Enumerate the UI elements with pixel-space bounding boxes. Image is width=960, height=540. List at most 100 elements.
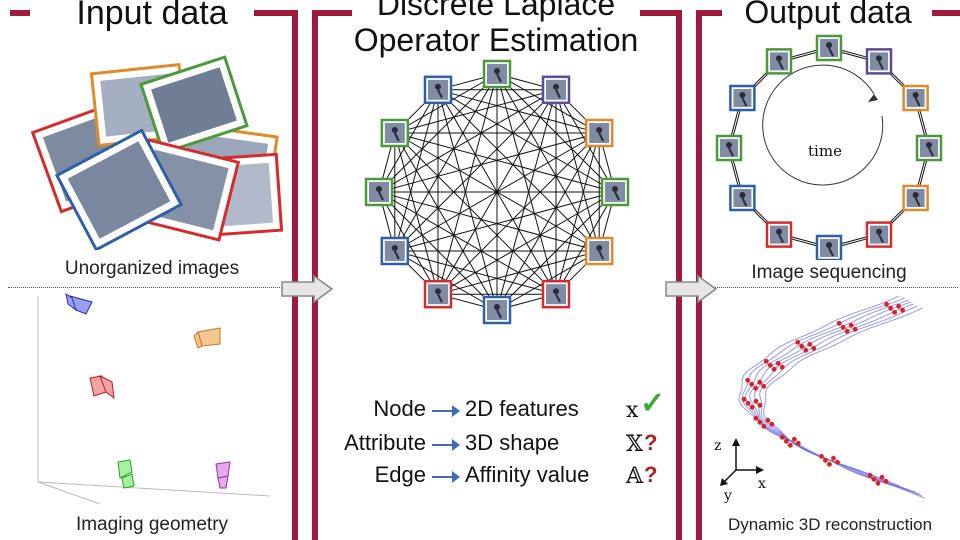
graph-edge [437,89,498,311]
graph-edge [496,73,557,295]
marker-point [749,381,755,387]
output-title: Output data [744,0,912,30]
legend-row-node: Node 2D features [330,396,650,426]
graph-edge [394,89,557,252]
right-arrow-icon [281,274,334,304]
middle-title-line1: Discrete Laplace [376,0,616,22]
marker-point [769,421,775,427]
marker-point [763,358,769,364]
image-node [584,118,614,148]
marker-point [888,305,894,311]
marker-point [883,478,889,484]
image-node [541,75,571,105]
legend-row-attribute: Attribute 3D shape [330,430,650,460]
marker-point [783,438,789,444]
legend-term: Node [373,396,426,421]
marker-point [779,434,785,440]
graph-edge [394,89,439,252]
marker-point [753,385,759,391]
marker-point [871,476,877,482]
graph-edge [378,191,557,295]
right-arrow-icon [432,405,460,417]
marker-point [779,364,785,370]
marker-point [807,341,813,347]
marker-point [896,303,902,309]
legend-meaning: Affinity value [465,462,590,487]
marker-point [803,347,809,353]
marker-point [775,360,781,366]
divider-left [8,287,284,288]
marker-point [875,480,881,486]
legend-meaning: 3D shape [465,430,560,455]
marker-point [836,320,842,326]
marker-point [884,301,890,307]
marker-point [787,442,793,448]
legend-symbol: 𝔸 [626,464,644,489]
caption-dynamic-3d: Dynamic 3D reconstruction [727,515,933,534]
graph-edge [394,132,498,311]
graph-edge [437,89,600,134]
dynamic-3d-trajectory [720,295,925,499]
camera-orange [193,327,221,349]
marker-point [823,457,828,463]
image-node [902,84,929,112]
image-node [423,279,453,309]
trajectory-line [753,303,920,495]
photo-card [54,128,184,250]
bracket-right-top-right [932,10,960,16]
complete-graph [364,59,630,325]
marker-point [844,328,850,334]
marker-point [765,417,771,423]
bracket-mid-top-left [312,10,352,16]
graph-edge [394,132,557,295]
image-node [541,279,571,309]
graph-edge [437,132,600,295]
camera-purple [215,461,231,489]
image-node [915,134,943,162]
marker-point [795,339,801,345]
bracket-left-top [10,10,30,16]
right-arrow-icon [432,439,460,451]
bracket-divider-2 [312,10,318,540]
trajectory-line [762,307,925,499]
middle-title-line2: Operator Estimation [353,22,639,58]
divider-right [706,287,958,288]
image-node [729,184,756,212]
marker-point [757,402,763,408]
axes-icon [720,438,764,486]
caption-image-sequencing: Image sequencing [751,262,907,283]
image-sequence-cycle [715,34,943,260]
marker-point [757,419,763,425]
marker-point [848,322,854,328]
bracket-mid-top-right [640,10,680,16]
image-node [380,118,410,148]
image-node [815,234,843,260]
imaging-geometry-plot [37,292,271,505]
image-node [715,134,743,162]
marker-point [749,404,755,410]
marker-point [761,423,767,429]
image-node [482,59,512,89]
image-node [902,184,929,212]
image-node [600,177,630,207]
question-mark: ? [644,430,658,455]
camera-blue [65,292,93,315]
graph-edge [394,191,616,252]
camera-green [117,459,135,489]
time-arrow [762,64,884,186]
legend-symbol: 𝕏 [626,432,644,457]
marker-point [867,472,873,478]
marker-point [795,440,801,446]
image-node [380,236,410,266]
image-node [423,75,453,105]
image-node [364,177,394,207]
caption-imaging-geometry: Imaging geometry [75,514,229,535]
input-title: Input data [76,0,228,32]
unorganized-image-stack [30,55,284,250]
marker-point [835,459,840,465]
bracket-divider-4 [696,10,702,540]
graph-edge [437,73,498,295]
cycle-time-label: time [808,142,842,160]
legend-term: Attribute [344,430,426,455]
graph-edge [437,89,616,193]
